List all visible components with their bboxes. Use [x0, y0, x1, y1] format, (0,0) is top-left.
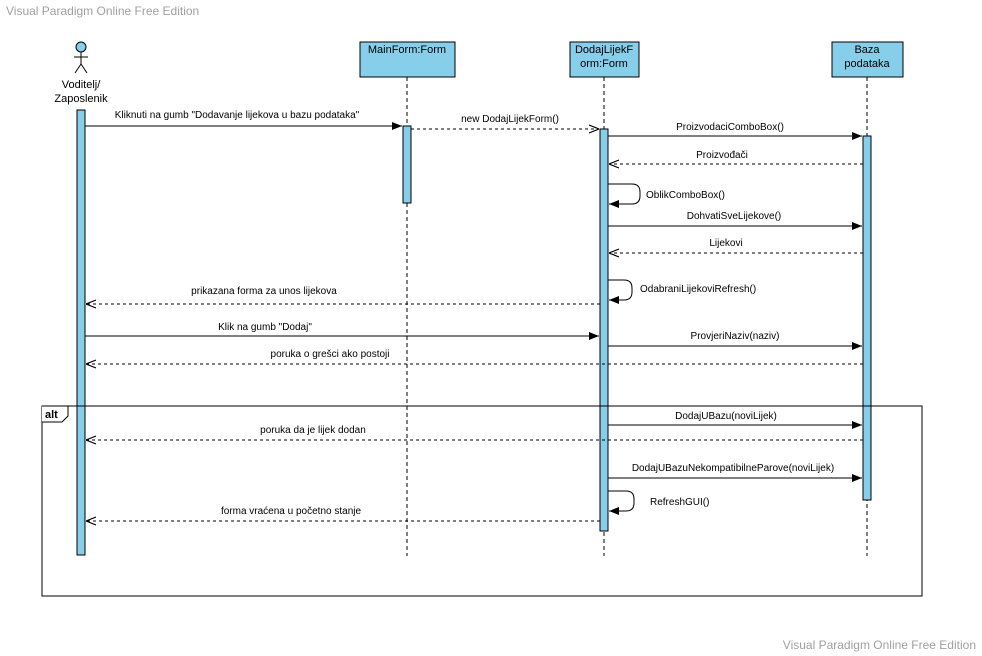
activation-dodaj	[599, 128, 609, 532]
lifeline-dodaj-label-line2: orm:Form	[580, 58, 628, 70]
message-label-4: Proizvođači	[696, 150, 748, 161]
watermark-top: Visual Paradigm Online Free Edition	[6, 4, 200, 18]
message-label-9: prikazana forma za unos lijekova	[191, 286, 337, 297]
message-label-3: ProizvodaciComboBox()	[676, 122, 784, 133]
lifeline-baza-label-line2: podataka	[844, 58, 890, 70]
lifeline-mainform-label: MainForm:Form	[368, 44, 446, 56]
alt-fragment: alt	[41, 405, 923, 597]
watermark-bottom: Visual Paradigm Online Free Edition	[782, 638, 976, 652]
message-label-16: RefreshGUI()	[650, 497, 709, 508]
message-label-10: Klik na gumb "Dodaj"	[218, 322, 312, 333]
message-arrow-8	[608, 279, 633, 304]
message-label-11: ProvjeriNaziv(naziv)	[691, 331, 780, 342]
message-arrow-16	[608, 490, 635, 515]
message-label-8: OdabraniLijekoviRefresh()	[640, 284, 756, 295]
lifeline-dodaj-label-line1: DodajLijekF	[575, 44, 633, 56]
actor-label-line1: Voditelj/	[62, 79, 101, 91]
message-arrow-5	[608, 183, 641, 208]
message-label-6: DohvatiSveLijekove()	[687, 211, 782, 222]
stick-figure-icon	[74, 41, 88, 74]
message-label-14: poruka da je lijek dodan	[260, 425, 366, 436]
message-label-1: Kliknuti na gumb "Dodavanje lijekova u b…	[115, 110, 360, 121]
lifeline-header-baza[interactable]: Baza podataka	[831, 41, 904, 78]
actor-label-line2: Zaposlenik	[54, 93, 108, 105]
lifeline-baza-label-line1: Baza	[854, 44, 880, 56]
message-label-5: OblikComboBox()	[646, 190, 725, 201]
message-label-13: DodajUBazu(noviLijek)	[675, 411, 777, 422]
lifeline-header-mainform[interactable]: MainForm:Form	[359, 41, 456, 78]
message-label-2: new DodajLijekForm()	[461, 114, 559, 125]
message-label-15: DodajUBazuNekompatibilneParove(noviLijek…	[632, 463, 834, 474]
activation-actor	[76, 109, 86, 556]
message-label-12: poruka o grešci ako postoji	[271, 349, 390, 360]
alt-fragment-label: alt	[45, 409, 58, 421]
activation-mainform	[402, 125, 412, 204]
activation-baza	[862, 135, 872, 501]
actor-voditelj[interactable]: Voditelj/ Zaposlenik	[54, 41, 108, 105]
message-label-17: forma vraćena u početno stanje	[221, 506, 362, 517]
lifeline-header-dodaj[interactable]: DodajLijekF orm:Form	[569, 41, 640, 78]
message-label-7: Lijekovi	[709, 238, 742, 249]
